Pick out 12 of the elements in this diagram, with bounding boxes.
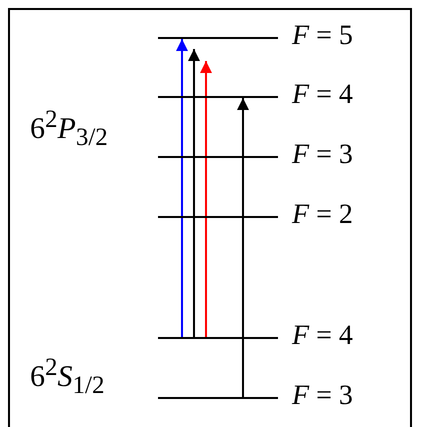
- state-label: 6$^{2}$P$_{3/2}$: [30, 105, 108, 153]
- level-label: F = 3: [292, 380, 353, 412]
- state-label: 6$^{2}$S$_{1/2}$: [30, 353, 104, 401]
- level-label: F = 4: [292, 320, 353, 352]
- level-label: F = 5: [292, 20, 353, 52]
- transition-arrow: [200, 61, 212, 337]
- transition-arrow: [237, 98, 249, 397]
- transition-arrow: [176, 39, 188, 337]
- transition-arrow: [188, 49, 200, 337]
- level-label: F = 3: [292, 139, 353, 171]
- level-label: F = 4: [292, 79, 353, 111]
- level-label: F = 2: [292, 199, 353, 231]
